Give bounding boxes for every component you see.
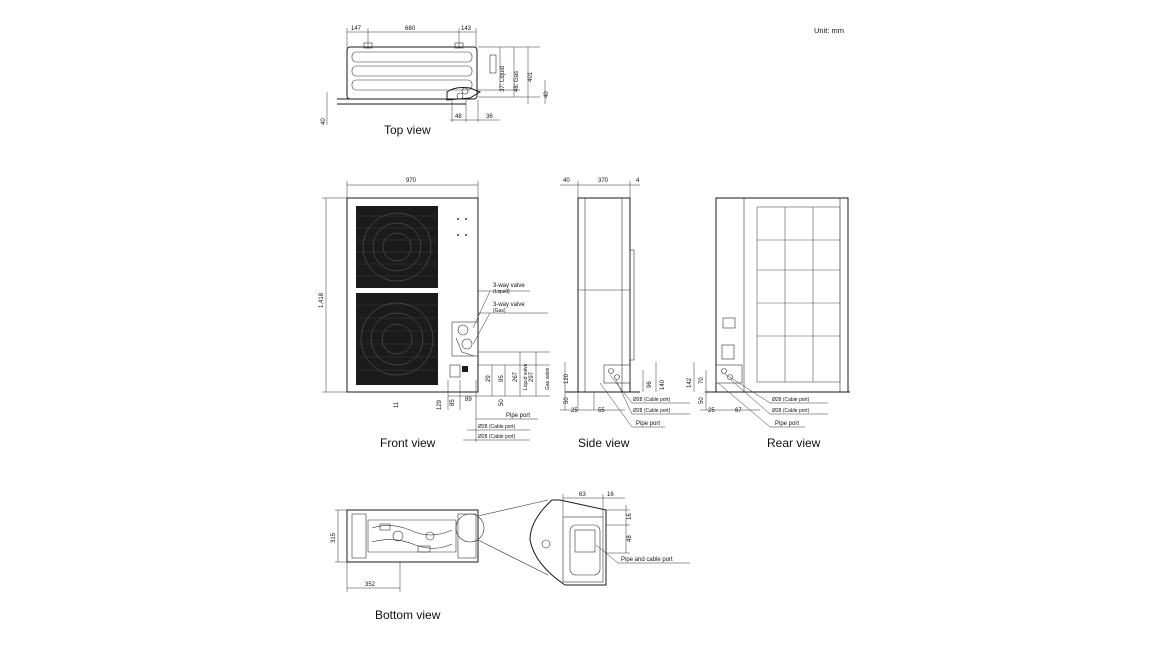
- front-dim-129: 129: [437, 399, 443, 410]
- front-dim-85: 85: [450, 399, 456, 406]
- side-dim-370: 370: [598, 178, 609, 184]
- side-dim-120: 120: [564, 373, 570, 384]
- top-dim-401: 401: [528, 71, 534, 82]
- rear-dim-25: 25: [708, 408, 715, 414]
- front-dim-29: 29: [486, 375, 492, 382]
- rear-dim-50: 50: [699, 397, 705, 404]
- front-valve-gas: 3-way valve: [493, 302, 525, 308]
- top-dim-143: 143: [461, 26, 472, 32]
- top-body: [346, 46, 478, 100]
- side-dim-140: 140: [660, 379, 666, 390]
- front-dim-11: 11: [394, 401, 400, 408]
- side-dim-4: 4: [636, 178, 640, 184]
- top-dim-40: 40: [544, 91, 550, 98]
- front-dim-50: 50: [499, 399, 505, 406]
- side-dim-40: 40: [563, 178, 570, 184]
- bottom-detail: [529, 499, 607, 586]
- front-view: 970 1,418: [319, 178, 551, 450]
- side-dim-55: 55: [598, 408, 605, 414]
- side-dim-25: 25: [571, 408, 578, 414]
- side-dim-50: 50: [564, 397, 570, 404]
- front-dim-267: 267: [513, 371, 519, 382]
- front-cable-port-2: Ø28 (Cable port): [478, 434, 516, 440]
- side-cable-port-2: Ø28 (Cable port): [633, 408, 671, 414]
- side-pipe-port: Pipe port: [636, 421, 660, 427]
- bottom-pipe-cable-port: Pipe and cable port: [621, 557, 673, 563]
- front-valve-liquid: 3-way valve: [493, 283, 525, 289]
- front-valve-liquid-sub: (Liquid): [493, 289, 510, 295]
- front-cabinet: [346, 197, 479, 393]
- top-dim-liquid: 37: Liquid: [500, 66, 506, 92]
- rear-view: 142 70 50 25 67 Ø28 (Cable port) Ø28 (Ca…: [687, 197, 850, 450]
- front-fan-grille-upper: [356, 206, 438, 288]
- rear-view-title: Rear view: [767, 436, 821, 450]
- bottom-dim-16-side: 16: [627, 513, 633, 520]
- bottom-dim-48: 48: [627, 535, 633, 542]
- front-gas-valve: Gas valve: [545, 368, 551, 390]
- front-liquid-valve: Liquid valve: [523, 363, 529, 390]
- bottom-dim-352: 352: [365, 582, 376, 588]
- front-dim-95: 95: [499, 375, 505, 382]
- front-cable-port-1: Ø28 (Cable port): [478, 424, 516, 430]
- rear-grid: [756, 206, 841, 383]
- bottom-dim-63: 63: [579, 492, 586, 498]
- bottom-dim-16-top: 16: [607, 492, 614, 498]
- rear-cable-port-2: Ø28 (Cable port): [772, 408, 810, 414]
- rear-dim-142: 142: [687, 377, 693, 388]
- rear-cabinet: [715, 197, 849, 393]
- bottom-base: [346, 509, 479, 563]
- top-dim-680: 680: [405, 26, 416, 32]
- top-dim-36: 36: [486, 114, 493, 120]
- rear-cable-port-1: Ø28 (Cable port): [772, 397, 810, 403]
- side-view: 40 370 4 120 50 25 55 96 140 Ø28 (Cable …: [560, 178, 690, 450]
- top-view-title: Top view: [384, 123, 431, 137]
- front-dim-89: 89: [465, 397, 472, 403]
- front-fan-grille-lower: [356, 293, 438, 385]
- rear-dim-70: 70: [699, 377, 705, 384]
- front-pipe-port: Pipe port: [506, 413, 530, 419]
- top-view: 147 680 143 37: Liquid 48: Gas 401 40 40: [321, 26, 550, 137]
- bottom-view: 315 352 63 16 16 48 Pipe and cable port …: [331, 492, 690, 622]
- bottom-dim-315: 315: [331, 532, 337, 543]
- front-dim-1418: 1,418: [319, 292, 325, 308]
- side-view-title: Side view: [578, 436, 630, 450]
- front-dim-297: 297: [529, 371, 535, 382]
- rear-dim-67: 67: [735, 408, 742, 414]
- unit-label: Unit: mm: [814, 26, 844, 35]
- side-cable-port-1: Ø28 (Cable port): [633, 397, 671, 403]
- top-dim-left-40: 40: [321, 118, 327, 125]
- top-dim-48: 48: [455, 114, 462, 120]
- rear-pipe-port: Pipe port: [775, 421, 799, 427]
- front-valve-gas-sub: (Gas): [493, 308, 506, 314]
- front-dim-970: 970: [406, 178, 417, 184]
- front-view-title: Front view: [380, 436, 436, 450]
- top-dim-gas: 48: Gas: [514, 71, 520, 92]
- side-dim-96: 96: [647, 381, 653, 388]
- bottom-view-title: Bottom view: [375, 608, 441, 622]
- top-dim-147: 147: [351, 26, 362, 32]
